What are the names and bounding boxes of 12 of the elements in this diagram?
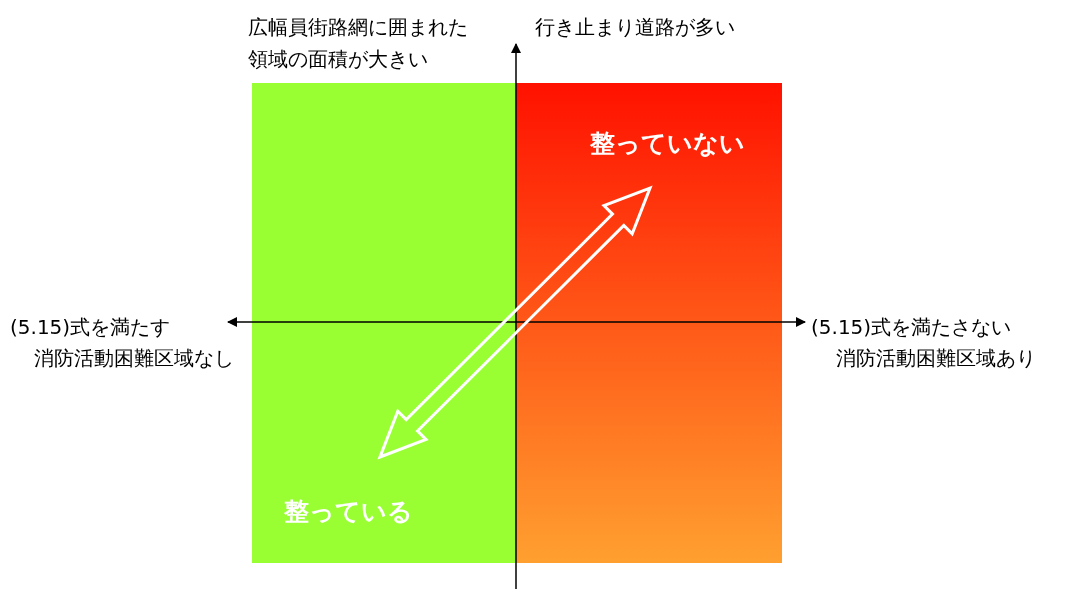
axis-label: (5.15)式を満たす <box>10 314 171 341</box>
quadrant-panel <box>516 83 782 563</box>
double-arrow <box>377 185 653 460</box>
axis-label: 消防活動困難区域なし <box>34 345 234 372</box>
axis-label: (5.15)式を満たさない <box>811 314 1012 341</box>
quadrant-panel <box>252 83 516 563</box>
axis-label: 領域の面積が大きい <box>248 46 428 73</box>
axis-label: 行き止まり道路が多い <box>535 14 735 41</box>
quadrant-label: 整っている <box>284 496 413 528</box>
quadrant-label: 整っていない <box>590 128 745 160</box>
axis-label: 広幅員街路網に囲まれた <box>248 14 468 41</box>
axis-label: 消防活動困難区域あり <box>836 345 1036 372</box>
